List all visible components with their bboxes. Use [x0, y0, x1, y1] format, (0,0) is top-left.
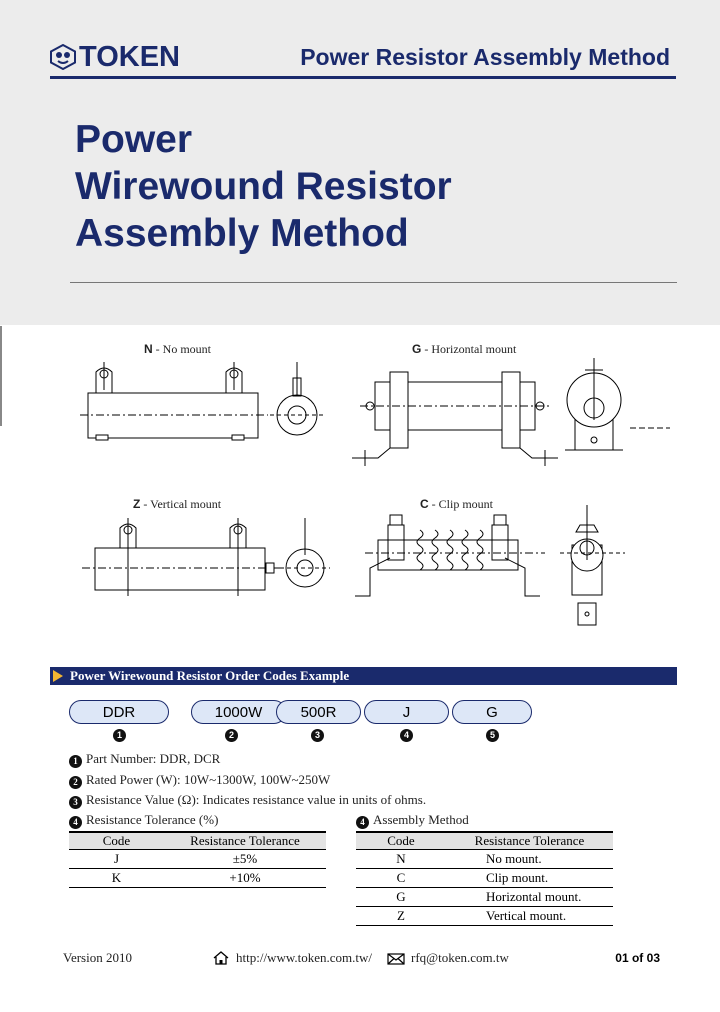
token-logo-icon: [50, 44, 76, 70]
desc-number: 4: [356, 816, 369, 829]
table-row: Z Vertical mount.: [356, 906, 613, 926]
page-edge-line: [0, 326, 2, 426]
desc-part-number: 1 Part Number: DDR, DCR: [69, 751, 221, 768]
assembly-table: Code Resistance Tolerance N No mount. C …: [356, 831, 613, 926]
logo: TOKEN: [50, 40, 180, 73]
mail-icon: [387, 953, 405, 965]
desc-resistance: 3 Resistance Value (Ω): Indicates resista…: [69, 792, 427, 809]
main-title: Power Wirewound Resistor Assembly Method: [75, 116, 452, 257]
desc-text: Resistance Value (Ω): Indicates resistan…: [86, 792, 427, 807]
table-cell: Vertical mount.: [446, 906, 613, 926]
main-title-line-2: Wirewound Resistor: [75, 165, 452, 208]
code-number-5: 5: [486, 729, 499, 742]
table-cell: +10%: [164, 868, 326, 888]
desc-number: 4: [69, 816, 82, 829]
table-row: J ±5%: [69, 849, 326, 869]
desc-text: Rated Power (W): 10W~1300W, 100W~250W: [86, 772, 331, 787]
code-number-2: 2: [225, 729, 238, 742]
mounting-diagrams: [80, 358, 670, 626]
table-cell: C: [356, 868, 446, 888]
code-pill-resistance: 500R: [276, 700, 361, 724]
n-mount-drawing: [80, 362, 325, 441]
code-number-3: 3: [311, 729, 324, 742]
table-header-tolerance: Resistance Tolerance: [446, 831, 613, 850]
code-number-4: 4: [400, 729, 413, 742]
c-mount-drawing: [355, 505, 625, 626]
desc-text: Resistance Tolerance (%): [86, 812, 219, 827]
table-row: K +10%: [69, 868, 326, 888]
table-header-tolerance: Resistance Tolerance: [164, 831, 326, 850]
diagram-label-g: G - Horizontal mount: [412, 342, 516, 357]
desc-text: Part Number: DDR, DCR: [86, 751, 221, 766]
home-icon: [213, 951, 229, 965]
header-rule: [50, 76, 676, 79]
table-row: C Clip mount.: [356, 868, 613, 888]
diagram-label-c: C - Clip mount: [420, 497, 493, 512]
diagram-label-n: N - No mount: [144, 342, 211, 357]
desc-assembly: 4 Assembly Method: [356, 812, 469, 829]
diagram-code-z: Z: [133, 497, 141, 511]
main-title-line-1: Power: [75, 118, 193, 161]
table-cell: G: [356, 887, 446, 907]
code-number-1: 1: [113, 729, 126, 742]
table-cell: J: [69, 849, 164, 869]
table-header-code: Code: [69, 831, 164, 850]
desc-rated-power: 2 Rated Power (W): 10W~1300W, 100W~250W: [69, 772, 331, 789]
table-cell: N: [356, 849, 446, 869]
table-row: N No mount.: [356, 849, 613, 869]
order-codes-title: Power Wirewound Resistor Order Codes Exa…: [70, 668, 350, 683]
table-header-row: Code Resistance Tolerance: [356, 831, 613, 850]
desc-number: 2: [69, 776, 82, 789]
table-cell: Horizontal mount.: [446, 887, 613, 907]
diagram-text-c: - Clip mount: [428, 497, 494, 511]
desc-number: 3: [69, 796, 82, 809]
table-row: G Horizontal mount.: [356, 887, 613, 907]
table-cell: ±5%: [164, 849, 326, 869]
g-mount-drawing: [352, 358, 670, 466]
order-codes-section-header: Power Wirewound Resistor Order Codes Exa…: [50, 667, 677, 685]
footer-website-link[interactable]: http://www.token.com.tw/: [236, 950, 373, 965]
table-header-code: Code: [356, 831, 446, 850]
diagram-code-n: N: [144, 342, 153, 356]
desc-number: 1: [69, 755, 82, 768]
hero-background: [0, 0, 720, 325]
footer-version: Version 2010: [63, 950, 132, 965]
title-rule: [70, 282, 677, 283]
code-pill-rated-power: 1000W: [191, 700, 286, 724]
diagram-text-z: - Vertical mount: [140, 497, 222, 511]
desc-tolerance: 4 Resistance Tolerance (%): [69, 812, 219, 829]
table-cell: Z: [356, 906, 446, 926]
z-mount-drawing: [82, 518, 330, 596]
logo-text: TOKEN: [79, 40, 180, 73]
code-pill-assembly: G: [452, 700, 532, 724]
page-number: 01 of 03: [615, 951, 660, 965]
desc-text: Assembly Method: [373, 812, 469, 827]
table-cell: Clip mount.: [446, 868, 613, 888]
tolerance-table: Code Resistance Tolerance J ±5% K +10%: [69, 831, 326, 888]
code-pill-tolerance: J: [364, 700, 449, 724]
table-cell: No mount.: [446, 849, 613, 869]
diagram-code-c: C: [420, 497, 429, 511]
footer-email-link[interactable]: rfq@token.com.tw: [411, 950, 509, 965]
diagram-text-n: - No mount: [152, 342, 212, 356]
code-pill-part-number: DDR: [69, 700, 169, 724]
diagram-text-g: - Horizontal mount: [421, 342, 517, 356]
table-header-row: Code Resistance Tolerance: [69, 831, 326, 850]
diagram-code-g: G: [412, 342, 422, 356]
table-cell: K: [69, 868, 164, 888]
diagram-label-z: Z - Vertical mount: [133, 497, 221, 512]
main-title-line-3: Assembly Method: [75, 212, 409, 255]
arrow-icon: [53, 670, 63, 682]
header-title: Power Resistor Assembly Method: [300, 44, 670, 70]
